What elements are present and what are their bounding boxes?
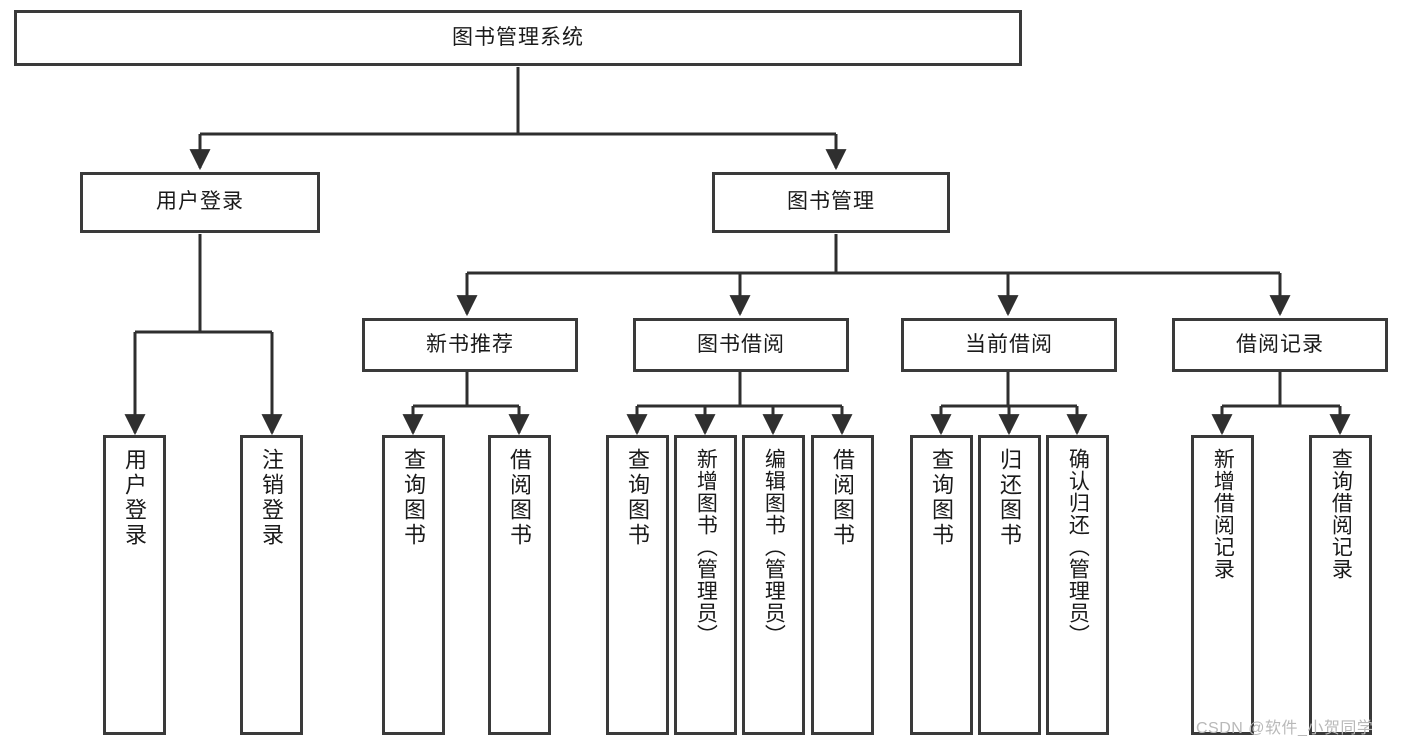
node-leaf-borrow-book-1[interactable]: 借阅图书 [488,435,551,735]
node-book-manage[interactable]: 图书管理 [712,172,950,233]
node-label: 新增借阅记录 [1211,448,1235,580]
node-label: 确认归还（管理员） [1066,448,1090,646]
node-label: 新增图书（管理员） [694,448,718,646]
node-leaf-add-record[interactable]: 新增借阅记录 [1191,435,1254,735]
node-leaf-query-book-1[interactable]: 查询图书 [382,435,445,735]
node-book-borrow[interactable]: 图书借阅 [633,318,849,372]
node-leaf-user-login[interactable]: 用户登录 [103,435,166,735]
node-leaf-borrow-book-2[interactable]: 借阅图书 [811,435,874,735]
node-label: 编辑图书（管理员） [762,448,786,646]
node-label: 当前借阅 [965,332,1053,356]
node-label: 借阅图书 [507,448,533,548]
node-leaf-confirm-return[interactable]: 确认归还（管理员） [1046,435,1109,735]
node-label: 用户登录 [122,448,148,548]
node-borrow-record[interactable]: 借阅记录 [1172,318,1388,372]
node-label: 查询图书 [401,448,427,548]
node-label: 新书推荐 [426,332,514,356]
node-leaf-query-book-3[interactable]: 查询图书 [910,435,973,735]
node-root-book-management-system[interactable]: 图书管理系统 [14,10,1022,66]
node-label: 借阅图书 [830,448,856,548]
watermark-csdn: CSDN @软件_小贺同学 [1196,720,1374,737]
node-new-book-recommend[interactable]: 新书推荐 [362,318,578,372]
node-label: 借阅记录 [1236,332,1324,356]
node-label: 查询图书 [625,448,651,548]
node-label: 查询图书 [929,448,955,548]
node-leaf-logout-login[interactable]: 注销登录 [240,435,303,735]
node-leaf-add-book[interactable]: 新增图书（管理员） [674,435,737,735]
node-leaf-query-record[interactable]: 查询借阅记录 [1309,435,1372,735]
node-label: 图书管理 [787,190,875,214]
node-label: 用户登录 [156,190,244,214]
node-label: 查询借阅记录 [1329,448,1353,580]
node-current-borrow[interactable]: 当前借阅 [901,318,1117,372]
node-leaf-edit-book[interactable]: 编辑图书（管理员） [742,435,805,735]
node-label: 图书管理系统 [452,25,584,49]
node-label: 归还图书 [997,448,1023,548]
node-leaf-return-book[interactable]: 归还图书 [978,435,1041,735]
node-label: 图书借阅 [697,332,785,356]
node-leaf-query-book-2[interactable]: 查询图书 [606,435,669,735]
node-label: 注销登录 [259,448,285,548]
node-user-login[interactable]: 用户登录 [80,172,320,233]
